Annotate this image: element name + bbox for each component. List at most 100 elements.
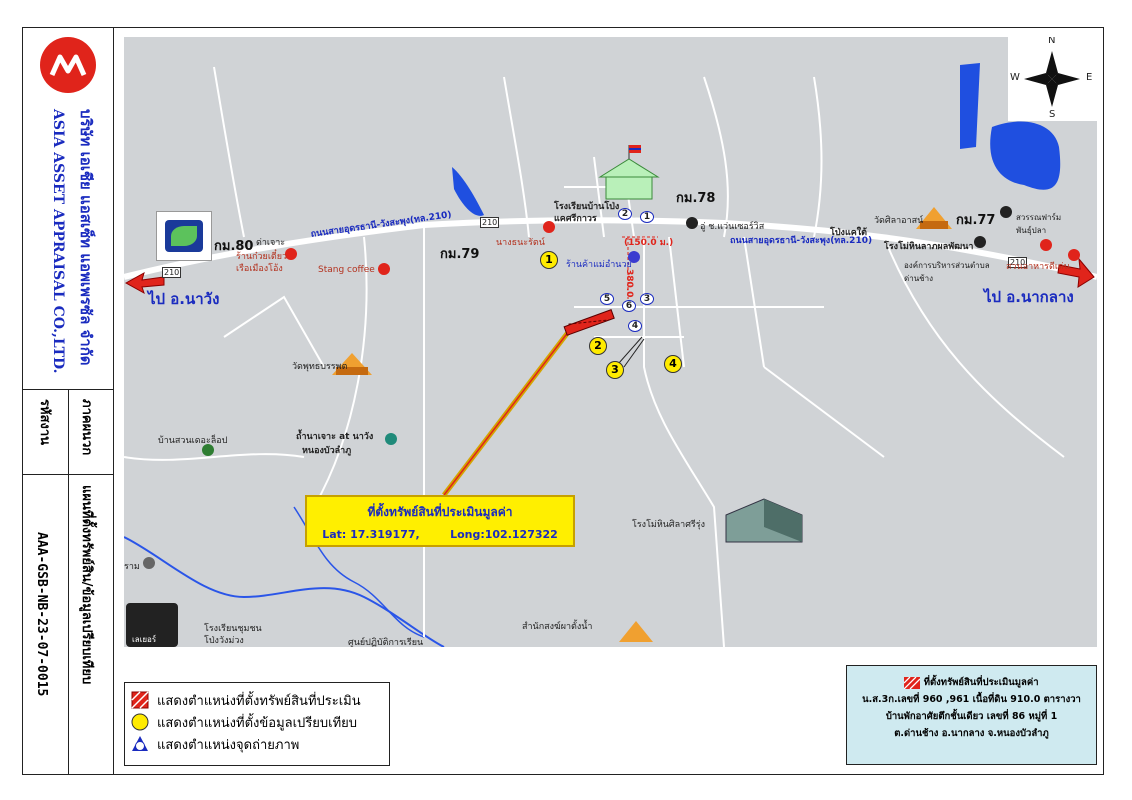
legend-row-subject: แสดงตำแหน่งที่ตั้งทรัพย์สินที่ประเมิน bbox=[131, 689, 389, 711]
place-pongkaetai: โป่งแคใต้ bbox=[830, 228, 868, 238]
km-80: กม.80 bbox=[214, 239, 254, 254]
page-frame bbox=[22, 27, 1104, 775]
direction-right: ไป อ.นากลาง bbox=[984, 288, 1074, 306]
place-quarry-2: โรงโม่หินศิลาศรีรุ่ง bbox=[632, 520, 705, 530]
compare-point-3: 3 bbox=[606, 361, 624, 379]
distance-v-label: 380.0 ม. bbox=[624, 269, 634, 310]
place-restaurant: สวนอาหารดีเด่น bbox=[1006, 262, 1070, 272]
photo-point-3: 3 bbox=[640, 293, 654, 305]
compass-n: N bbox=[1048, 37, 1056, 46]
photo-point-6: 6 bbox=[622, 300, 636, 312]
river-1 bbox=[124, 536, 445, 647]
place-wat-sila: วัดศิลาอาสน์ bbox=[874, 216, 924, 226]
legend-label-photo: แสดงตำแหน่งจุดถ่ายภาพ bbox=[157, 737, 300, 753]
location-map[interactable]: N S W E กม.80 กม.79 กม.78 กม.77 ถนนสายอุ… bbox=[124, 37, 1097, 647]
direction-left: ไป อ.นาวัง bbox=[148, 290, 220, 308]
poi-pin-1 bbox=[543, 221, 555, 233]
side-col-divider bbox=[68, 389, 69, 774]
temple-icon-3 bbox=[619, 621, 653, 642]
arrow-right-icon bbox=[1057, 257, 1095, 288]
place-school: โรงเรียนบ้านโป่ง bbox=[554, 202, 620, 212]
route-shield-3: 210 bbox=[1008, 257, 1028, 268]
place-cave-2: หนองบัวลำภู bbox=[302, 446, 352, 456]
compass-s: S bbox=[1049, 109, 1056, 120]
place-quarry: โรงโม่หินลาภผลพัฒนา bbox=[884, 242, 974, 252]
compare-point-2: 2 bbox=[589, 337, 607, 355]
km-78: กม.78 bbox=[676, 191, 716, 206]
place-obt: องค์การบริหารส่วนตำบลด่านช้าง bbox=[904, 261, 990, 283]
place-baan-suan: บ้านสวนเดอะล็อป bbox=[158, 436, 228, 446]
photo-point-1: 1 bbox=[640, 211, 654, 223]
place-kaeng: แคศรีกาวร bbox=[554, 214, 597, 224]
school-icon bbox=[598, 145, 660, 200]
temple-icon-2 bbox=[916, 207, 952, 229]
dark-pin-3 bbox=[1000, 206, 1012, 218]
property-info-box: ที่ตั้งทรัพย์สินที่ประเมินมูลค่า น.ส.3ก.… bbox=[846, 665, 1097, 765]
km-79: กม.79 bbox=[440, 247, 480, 262]
place-dan: ด่าเจาะ bbox=[256, 238, 286, 248]
dark-pin-1 bbox=[686, 217, 698, 229]
temple-icon-1 bbox=[332, 353, 372, 375]
side-divider-2 bbox=[22, 474, 113, 475]
hatched-square-icon bbox=[903, 676, 921, 689]
cave-pin bbox=[385, 433, 397, 445]
map-legend: แสดงตำแหน่งที่ตั้งทรัพย์สินที่ประเมิน แส… bbox=[124, 682, 390, 766]
place-cave: ถ้ำนาเจาะ at นาวัง bbox=[296, 432, 374, 442]
factory-icon bbox=[725, 498, 803, 543]
route-shield-2: 210 bbox=[480, 217, 500, 228]
place-sun: ศูนย์ปฏิบัติการเรียน bbox=[348, 638, 424, 647]
photo-point-2: 2 bbox=[618, 208, 632, 220]
photo-point-5: 5 bbox=[600, 293, 614, 305]
poi-pin-2 bbox=[285, 248, 297, 260]
info-line-1: น.ส.3ก.เลขที่ 960 ,961 เนื้อที่ดิน 910.0… bbox=[862, 694, 1081, 705]
place-nang: นางธนะรัตน์ bbox=[496, 238, 545, 248]
subject-callout: ที่ตั้งทรัพย์สินที่ประเมินมูลค่า Lat: 17… bbox=[305, 495, 575, 547]
distance-h-label: (150.0 ม.) bbox=[624, 238, 674, 248]
place-fish-farm: สวรรณฟาร์ม พันธุ์ปลา bbox=[1016, 213, 1062, 235]
shop-pin bbox=[628, 251, 640, 263]
place-ram: ราม bbox=[124, 562, 140, 572]
layer-button-label: เลเยอร์ bbox=[132, 635, 157, 644]
dark-pin-2 bbox=[974, 236, 986, 248]
green-pin bbox=[202, 444, 214, 456]
arrow-left-icon bbox=[124, 271, 165, 295]
company-name-th: บริษัท เอเชีย แอสเซ็ท แอพเพรซัล จำกัด bbox=[77, 109, 95, 366]
compare-point-4: 4 bbox=[664, 355, 682, 373]
callout-title: ที่ตั้งทรัพย์สินที่ประเมินมูลค่า bbox=[367, 505, 513, 519]
highway-210 bbox=[124, 217, 1097, 280]
appendix-value: แผนที่ตั้งทรัพย์สิน/ข้อมูลเปรียบเทียบ bbox=[79, 485, 94, 685]
compass-e: E bbox=[1086, 72, 1093, 83]
job-code-label: รหัสงาน bbox=[37, 399, 52, 446]
km-77: กม.77 bbox=[956, 213, 996, 228]
side-divider-1 bbox=[22, 389, 113, 390]
place-school-2b: โป่งวังม่วง bbox=[204, 636, 244, 646]
water-pond-3 bbox=[990, 121, 1061, 190]
water-pond-2 bbox=[960, 63, 980, 149]
info-line-2: บ้านพักอาศัยตึกชั้นเดียว เลขที่ 86 หมู่ท… bbox=[885, 711, 1058, 722]
water-pond-1 bbox=[452, 167, 484, 216]
photo-point-4: 4 bbox=[628, 320, 642, 332]
compass: N S W E bbox=[1008, 37, 1097, 121]
appendix-label: ภาคผนวก bbox=[79, 399, 94, 456]
compass-w: W bbox=[1010, 72, 1020, 83]
poi-pin-5 bbox=[1068, 249, 1080, 261]
road-label-right: ถนนสายอุดรธานี-วังสะพุง(ทล.210) bbox=[730, 236, 873, 246]
route-shield-1: 210 bbox=[162, 267, 182, 278]
side-panel: บริษัท เอเชีย แอสเซ็ท แอพเพรซัล จำกัด AS… bbox=[22, 27, 114, 775]
place-noodle: ร้านก๋วยเตี๋ยว bbox=[236, 252, 288, 262]
place-samnak: สำนักสงฆ์ผาตั้งน้ำ bbox=[522, 622, 593, 632]
poi-pin-3 bbox=[378, 263, 390, 275]
compare-point-1: 1 bbox=[540, 251, 558, 269]
layer-button[interactable]: เลเยอร์ bbox=[126, 603, 178, 647]
poi-pin-4 bbox=[1040, 239, 1052, 251]
legend-label-compare: แสดงตำแหน่งที่ตั้งข้อมูลเปรียบเทียบ bbox=[157, 715, 358, 731]
place-noodle-2: เรือเมืองโอ้ง bbox=[236, 264, 283, 274]
camera-point-icon bbox=[132, 736, 148, 751]
hatched-square-icon bbox=[131, 691, 149, 709]
legend-row-compare: แสดงตำแหน่งที่ตั้งข้อมูลเปรียบเทียบ bbox=[131, 711, 389, 733]
callout-long: Long:102.127322 bbox=[450, 528, 558, 541]
info-title-row: ที่ตั้งทรัพย์สินที่ประเมินมูลค่า bbox=[847, 674, 1096, 691]
place-garage: อู่ ช.แว่นเซอร์วิส bbox=[700, 222, 765, 232]
legend-row-photo: แสดงตำแหน่งจุดถ่ายภาพ bbox=[131, 733, 389, 755]
job-code-value: AAA-GSB-NB-23-07-0015 bbox=[34, 532, 49, 697]
